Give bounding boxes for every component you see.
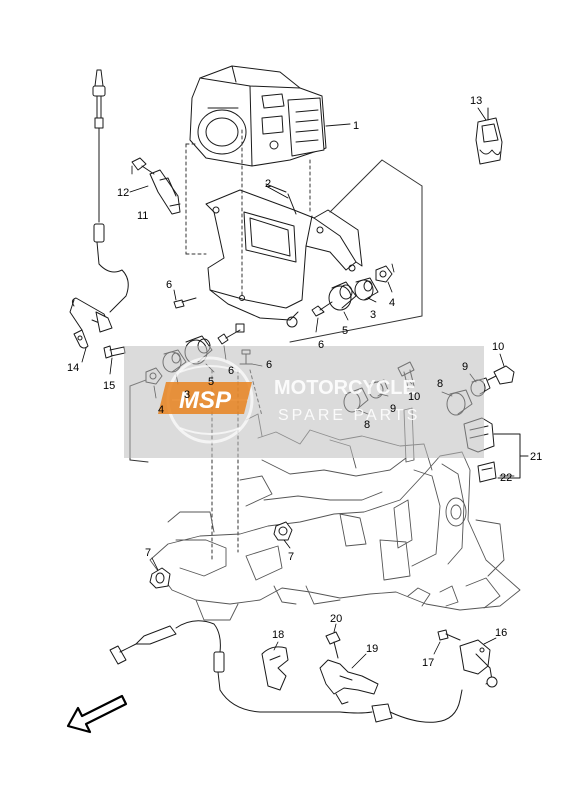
nut-7a bbox=[149, 567, 171, 589]
sensor-clamp-11 bbox=[149, 169, 181, 215]
callout-4a: 4 bbox=[389, 297, 395, 309]
front-sensor-cable bbox=[69, 69, 129, 349]
callout-21: 21 bbox=[530, 451, 542, 463]
callout-6c: 6 bbox=[228, 365, 234, 377]
bolt-20 bbox=[325, 631, 341, 659]
relay-13 bbox=[475, 117, 503, 165]
callout-10b: 10 bbox=[492, 341, 504, 353]
callout-22: 22 bbox=[500, 472, 512, 484]
callout-20: 20 bbox=[330, 613, 342, 625]
callout-19: 19 bbox=[366, 643, 378, 655]
bolt-10b bbox=[487, 365, 515, 385]
callout-4b: 4 bbox=[158, 404, 164, 416]
callout-6b: 6 bbox=[318, 339, 324, 351]
callout-7b: 7 bbox=[288, 551, 294, 563]
clip-19 bbox=[319, 659, 379, 705]
callout-6d: 6 bbox=[266, 359, 272, 371]
callout-3b: 3 bbox=[184, 389, 190, 401]
front-direction-arrow-icon bbox=[66, 694, 128, 734]
callout-18: 18 bbox=[272, 629, 284, 641]
bolt-17 bbox=[437, 629, 461, 641]
watermark: MSP MOTORCYCLE SPARE PARTS bbox=[124, 346, 484, 458]
callout-17: 17 bbox=[422, 657, 434, 669]
callout-7a: 7 bbox=[145, 547, 151, 559]
callout-12: 12 bbox=[117, 187, 129, 199]
callout-9a: 9 bbox=[390, 403, 396, 415]
nut-7b bbox=[273, 521, 293, 541]
bolt-6a bbox=[173, 297, 197, 309]
watermark-line1: MOTORCYCLE bbox=[274, 377, 416, 399]
bolt-15 bbox=[103, 345, 126, 359]
clamp-18 bbox=[261, 646, 289, 691]
callout-13: 13 bbox=[470, 95, 482, 107]
bolt-6c bbox=[217, 323, 245, 345]
rear-sensor-cable bbox=[109, 620, 498, 723]
bolt-12 bbox=[131, 157, 155, 175]
callout-8a: 8 bbox=[364, 419, 370, 431]
collar-right-3 bbox=[354, 277, 379, 301]
abs-hydraulic-unit bbox=[189, 65, 327, 167]
callout-1: 1 bbox=[353, 120, 359, 132]
callout-5a: 5 bbox=[342, 325, 348, 337]
callout-2: 2 bbox=[265, 178, 271, 190]
callout-15: 15 bbox=[103, 380, 115, 392]
callout-16: 16 bbox=[495, 627, 507, 639]
damper-right-5 bbox=[328, 281, 357, 311]
nut-right-4 bbox=[375, 265, 393, 283]
bolt-6b bbox=[311, 301, 333, 317]
abs-bracket bbox=[205, 189, 363, 328]
callout-10a: 10 bbox=[408, 391, 420, 403]
callout-3a: 3 bbox=[370, 309, 376, 321]
watermark-line2: SPARE PARTS bbox=[278, 407, 420, 424]
watermark-badge: MSP bbox=[179, 387, 232, 414]
callout-6a: 6 bbox=[166, 279, 172, 291]
callout-14: 14 bbox=[67, 362, 79, 374]
callout-11: 11 bbox=[137, 210, 148, 222]
callout-8b: 8 bbox=[437, 378, 443, 390]
connector-22 bbox=[477, 461, 497, 483]
callout-5b: 5 bbox=[208, 376, 214, 388]
callout-9b: 9 bbox=[462, 361, 468, 373]
